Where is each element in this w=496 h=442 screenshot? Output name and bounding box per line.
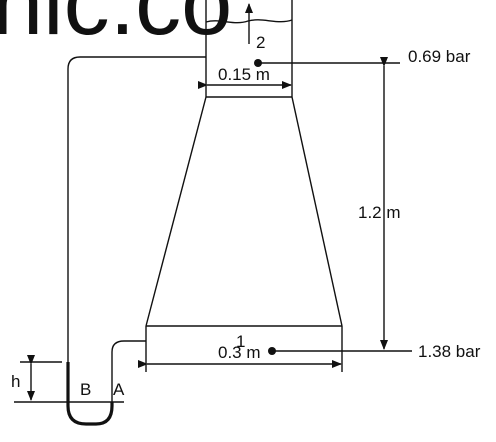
free-surface-wave bbox=[205, 19, 293, 24]
pressure-bottom-label: 1.38 bar bbox=[418, 342, 481, 361]
point-a-label: A bbox=[113, 380, 125, 399]
top-pipe bbox=[205, 0, 293, 98]
watermark-text: nic.co bbox=[0, 0, 232, 54]
conical-section bbox=[145, 96, 343, 327]
section-2-label: 2 bbox=[256, 33, 265, 52]
pressure-top-label: 0.69 bar bbox=[408, 47, 471, 66]
section-1-label: 1 bbox=[236, 332, 245, 351]
height-label: 1.2 m bbox=[358, 203, 401, 222]
h-label: h bbox=[11, 372, 20, 391]
point-b-label: B bbox=[80, 380, 91, 399]
manometer-fluid bbox=[66, 362, 114, 426]
diameter-top-label: 0.15 m bbox=[218, 65, 270, 84]
diameter-bottom-label: 0.3 m bbox=[218, 343, 261, 362]
manometer-tube bbox=[66, 56, 206, 426]
